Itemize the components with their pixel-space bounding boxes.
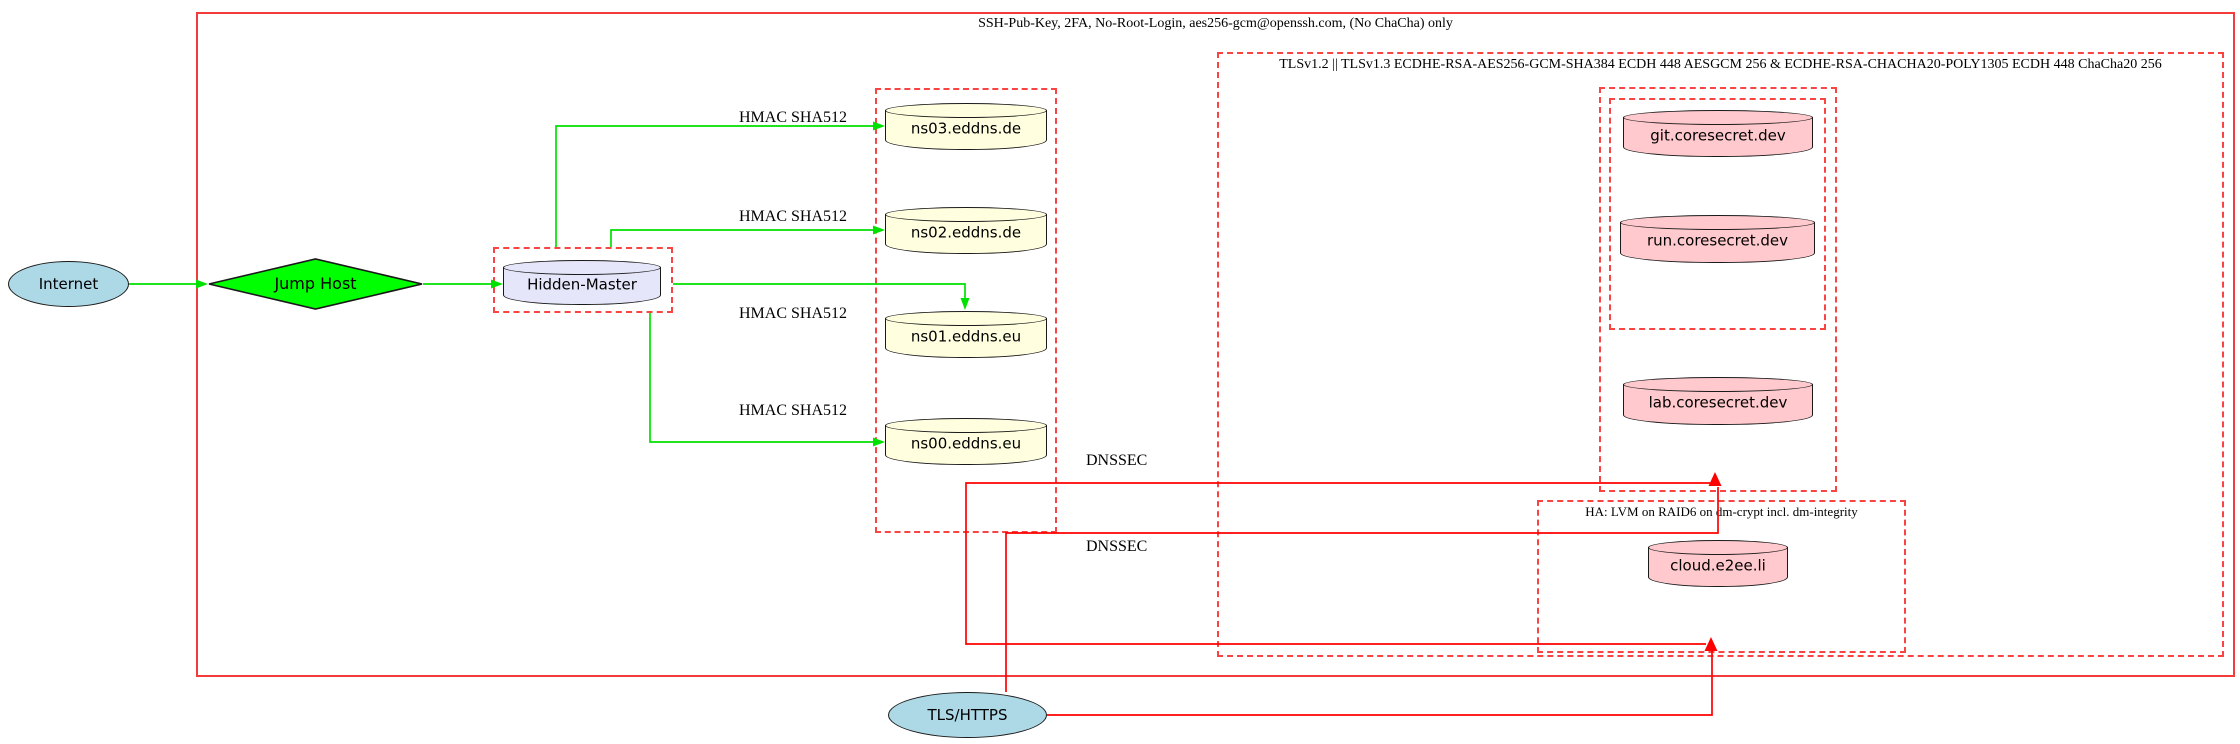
edge-label-hmac-ns03: HMAC SHA512 [738,109,847,126]
lab-coresecret-label: lab.coresecret.dev [1648,393,1788,412]
cloud-e2ee-node: cloud.e2ee.li [1648,540,1788,587]
hidden-master-label: Hidden-Master [527,274,637,293]
run-coresecret-label: run.coresecret.dev [1646,231,1789,250]
cylinder-top-icon [1620,215,1815,230]
edge-tlshttps-ha [1047,651,1713,716]
cylinder-top-icon [503,260,661,275]
internet-label: Internet [38,275,99,293]
edge-label-dnssec-secrets: DNSSEC [1086,452,1148,469]
jump-host-node: Jump Host [208,258,423,310]
cluster-tls-label: TLSv1.2 || TLSv1.3 ECDHE-RSA-AES256-GCM-… [1279,57,2162,72]
arrowhead-secrets [1708,472,1722,486]
ns02-label: ns02.eddns.de [910,222,1022,241]
hidden-master-node: Hidden-Master [503,260,661,305]
arrowhead-ns02 [873,225,885,235]
cylinder-top-icon [1623,110,1813,125]
cylinder-top-icon [885,311,1047,326]
cylinder-top-icon [885,207,1047,222]
internet-node: Internet [8,261,129,307]
edge-hiddenmaster-ns02 [610,229,873,247]
red-arrowheads [1704,472,1722,651]
ns00-node: ns00.eddns.eu [885,418,1047,465]
green-arrowheads [196,121,970,447]
ns03-label: ns03.eddns.de [910,118,1022,137]
edge-label-hmac-ns02: HMAC SHA512 [738,208,847,225]
diamond-icon [208,258,423,310]
arrowhead-hiddenmaster [491,279,503,289]
cloud-e2ee-label: cloud.e2ee.li [1670,555,1766,574]
git-coresecret-node: git.coresecret.dev [1623,110,1813,157]
cylinder-body-icon [885,318,1047,358]
cluster-secrets-inner [1609,98,1826,330]
tls-https-node: TLS/HTTPS [888,692,1047,738]
arrowhead-ha [1704,637,1718,651]
edge-dns-ha [965,533,1706,645]
run-coresecret-node: run.coresecret.dev [1620,215,1815,263]
cylinder-top-icon [885,418,1047,433]
cluster-ha [1537,500,1906,653]
edge-label-hmac-ns00: HMAC SHA512 [738,402,847,419]
cluster-hidden-master [493,247,673,313]
git-coresecret-label: git.coresecret.dev [1650,125,1786,144]
ns01-node: ns01.eddns.eu [885,311,1047,358]
ns03-node: ns03.eddns.de [885,103,1047,150]
green-edges [128,125,966,443]
edge-label-hmac-ns01: HMAC SHA512 [738,305,847,322]
jump-host-label: Jump Host [274,274,357,294]
cluster-ssh-label: SSH-Pub-Key, 2FA, No-Root-Login, aes256-… [978,16,1453,31]
ns00-label: ns00.eddns.eu [910,433,1022,452]
arrowhead-ns03 [873,121,885,131]
cluster-ha-label: HA: LVM on RAID6 on dm-crypt incl. dm-in… [1585,504,1858,519]
cylinder-top-icon [1648,540,1788,555]
edge-hiddenmaster-ns00 [649,313,873,443]
arrowhead-ns00 [873,437,885,447]
edge-tlshttps-secrets [1005,487,1719,692]
lab-coresecret-node: lab.coresecret.dev [1623,377,1813,425]
cluster-ssh [196,12,2235,677]
edge-label-dnssec-ha: DNSSEC [1086,538,1148,555]
edge-hiddenmaster-ns01 [673,283,966,298]
edge-dns-secrets [965,482,1712,533]
edge-hiddenmaster-ns03 [555,125,873,247]
red-edges [965,482,1719,716]
cluster-tls [1217,52,2224,657]
tls-https-label: TLS/HTTPS [927,706,1008,724]
cylinder-top-icon [1623,377,1813,392]
arrowhead-jumphost [196,279,208,289]
arrowhead-ns01 [960,298,970,310]
ns01-label: ns01.eddns.eu [910,326,1022,345]
cylinder-top-icon [885,103,1047,118]
ns02-node: ns02.eddns.de [885,207,1047,254]
